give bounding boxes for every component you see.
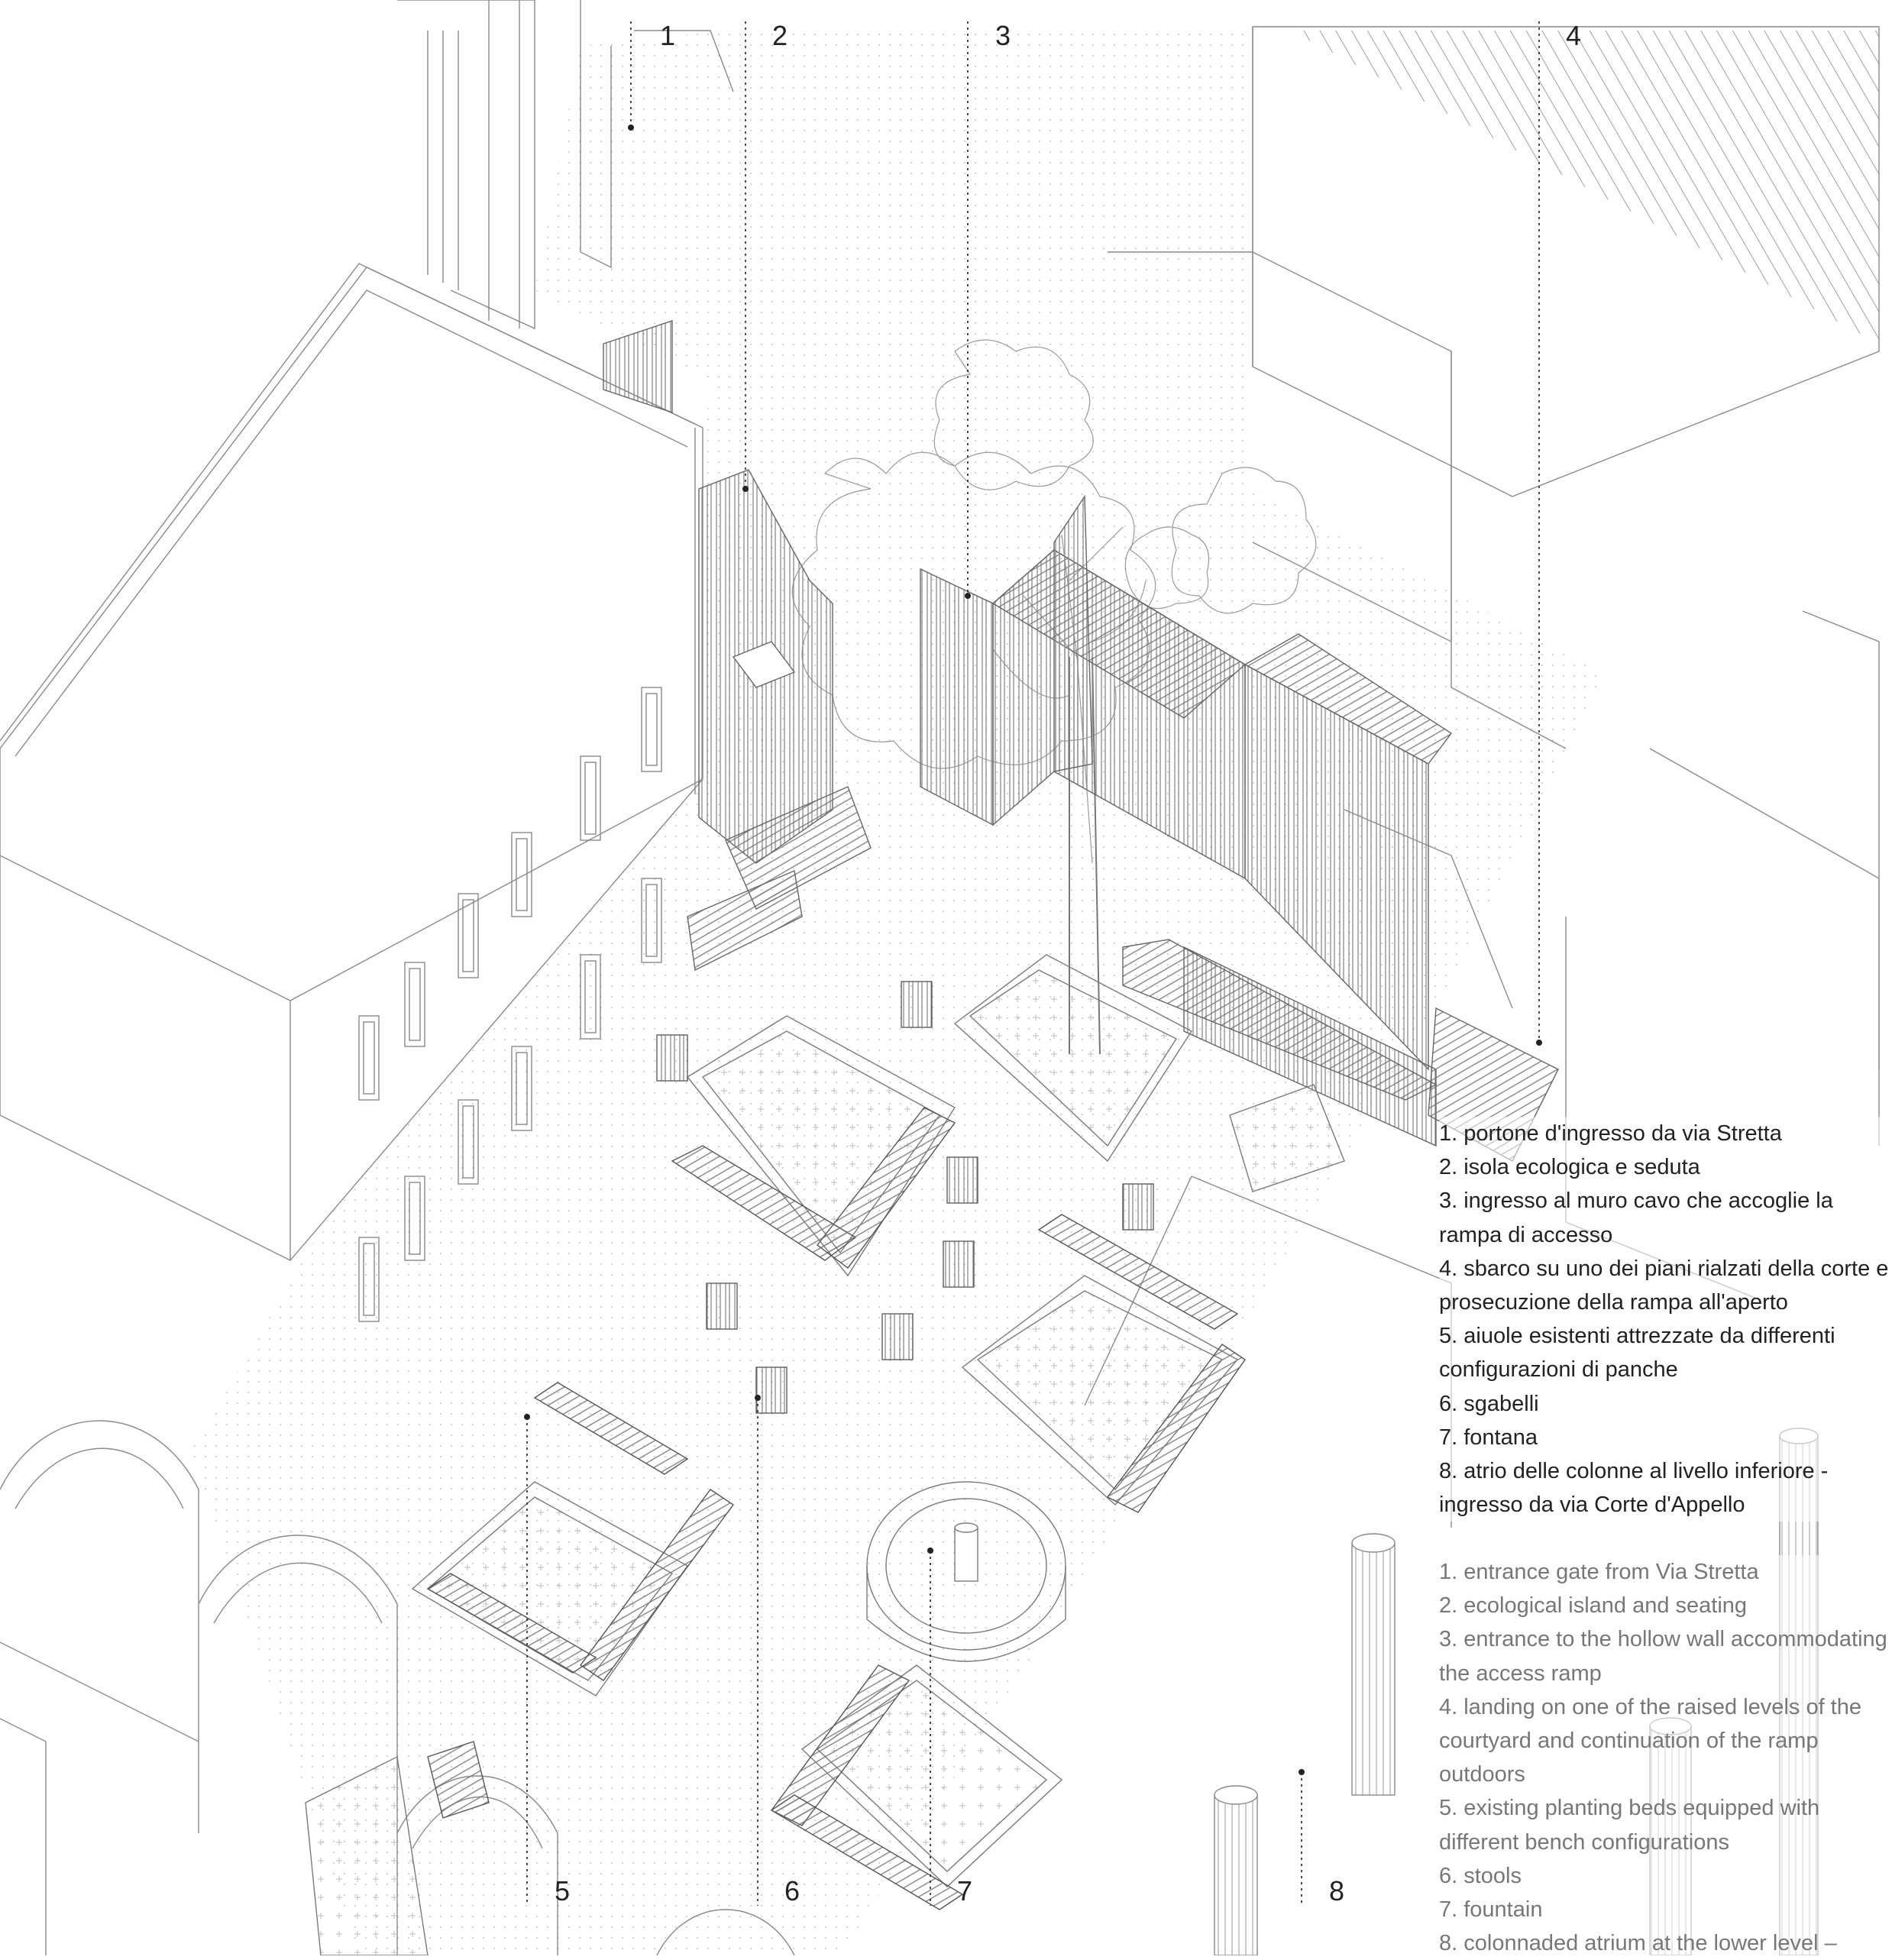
legend-it-item-1: 1. portone d'ingresso da via Stretta — [1439, 1121, 1782, 1146]
callout-7: 7 — [957, 1875, 973, 1907]
legend-it-item-8: 8. atrio delle colonne al livello inferi… — [1439, 1459, 1829, 1518]
callout-6: 6 — [784, 1875, 800, 1907]
callout-5: 5 — [555, 1875, 571, 1907]
legend-it-item-4: 4. sbarco su uno dei piani rialzati dell… — [1439, 1256, 1889, 1315]
legend-en-item-4: 4. landing on one of the raised levels o… — [1439, 1694, 1861, 1787]
legend-it-item-2: 2. isola ecologica e seduta — [1439, 1155, 1700, 1180]
legend-en-item-2: 2. ecological island and seating — [1439, 1593, 1748, 1619]
legend-italian: 1. portone d'ingresso da via Stretta 2. … — [1439, 1117, 1890, 1522]
callout-2: 2 — [772, 20, 788, 51]
legend-it-item-7: 7. fontana — [1439, 1425, 1538, 1450]
legend-english: 1. entrance gate from Via Stretta 2. eco… — [1439, 1555, 1890, 1960]
legend-it-item-5: 5. aiuole esistenti attrezzate da differ… — [1439, 1324, 1835, 1383]
legend-en-item-1: 1. entrance gate from Via Stretta — [1439, 1560, 1759, 1584]
legend-en-item-7: 7. fountain — [1439, 1897, 1543, 1923]
callout-3: 3 — [995, 20, 1011, 51]
legend-en-item-5: 5. existing planting beds equipped with … — [1439, 1796, 1820, 1855]
callout-4: 4 — [1566, 20, 1582, 51]
callout-1: 1 — [660, 20, 676, 51]
legend-en-item-6: 6. stools — [1439, 1863, 1522, 1888]
legend-it-item-6: 6. sgabelli — [1439, 1391, 1539, 1416]
legend-it-item-3: 3. ingresso al muro cavo che accoglie la… — [1439, 1189, 1833, 1247]
legend-en-item-3: 3. entrance to the hollow wall accommoda… — [1439, 1627, 1887, 1686]
callout-8: 8 — [1329, 1875, 1345, 1907]
legend-en-item-8: 8. colonnaded atrium at the lower level … — [1439, 1931, 1837, 1956]
